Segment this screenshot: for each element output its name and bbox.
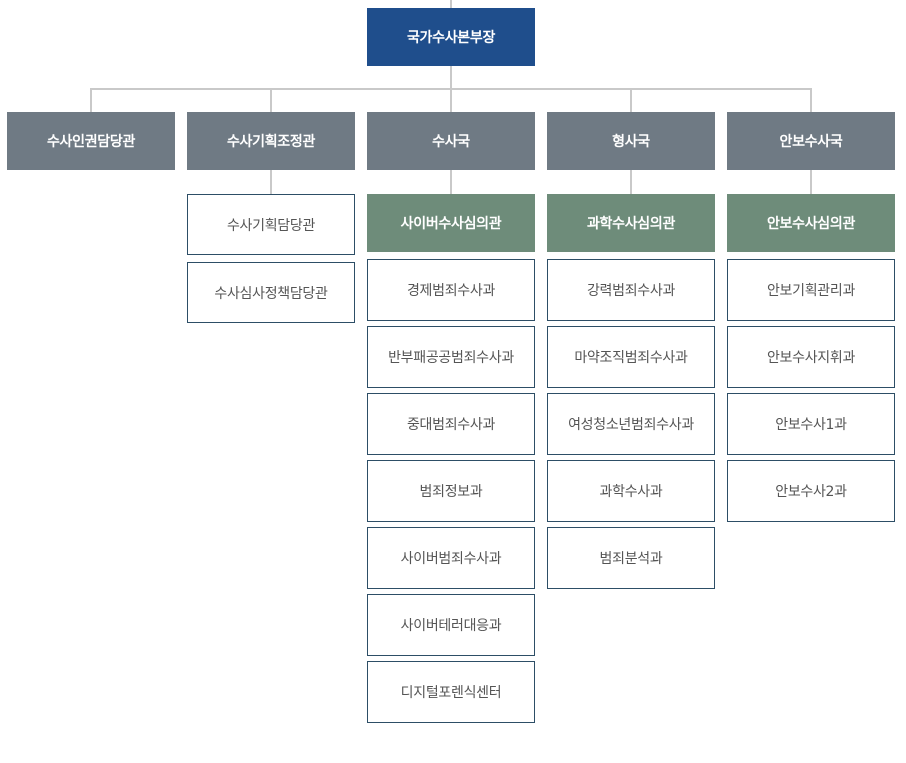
connector-chief-down [450,66,452,90]
head-box-4: 형사국 [547,112,715,170]
unit-box: 여성청소년범죄수사과 [547,393,715,455]
unit-box: 범죄정보과 [367,460,535,522]
connector-col-5 [810,88,812,112]
head-box-3: 수사국 [367,112,535,170]
unit-box: 강력범죄수사과 [547,259,715,321]
unit-box: 범죄분석과 [547,527,715,589]
unit-box: 디지털포렌식센터 [367,661,535,723]
connector-top [450,0,452,8]
sub-box-3: 사이버수사심의관 [367,194,535,252]
connector-col-4-down [630,170,632,194]
unit-box: 사이버범죄수사과 [367,527,535,589]
unit-box: 마약조직범죄수사과 [547,326,715,388]
head-box-5: 안보수사국 [727,112,895,170]
unit-box: 수사기획담당관 [187,194,355,255]
connector-col-3-down [450,170,452,194]
unit-box: 과학수사과 [547,460,715,522]
unit-box: 반부패공공범죄수사과 [367,326,535,388]
unit-box: 안보수사지휘과 [727,326,895,388]
connector-col-5-down [810,170,812,194]
chief-box: 국가수사본부장 [367,8,535,66]
unit-box: 안보수사1과 [727,393,895,455]
sub-box-4: 과학수사심의관 [547,194,715,252]
unit-box: 중대범죄수사과 [367,393,535,455]
unit-box: 사이버테러대응과 [367,594,535,656]
connector-col-2-down [270,170,272,194]
unit-box: 경제범죄수사과 [367,259,535,321]
connector-col-4 [630,88,632,112]
unit-box: 안보기획관리과 [727,259,895,321]
connector-col-2 [270,88,272,112]
head-box-1: 수사인권담당관 [7,112,175,170]
unit-box: 수사심사정책담당관 [187,262,355,323]
connector-col-3 [450,88,452,112]
unit-box: 안보수사2과 [727,460,895,522]
connector-col-1 [90,88,92,112]
head-box-2: 수사기획조정관 [187,112,355,170]
sub-box-5: 안보수사심의관 [727,194,895,252]
